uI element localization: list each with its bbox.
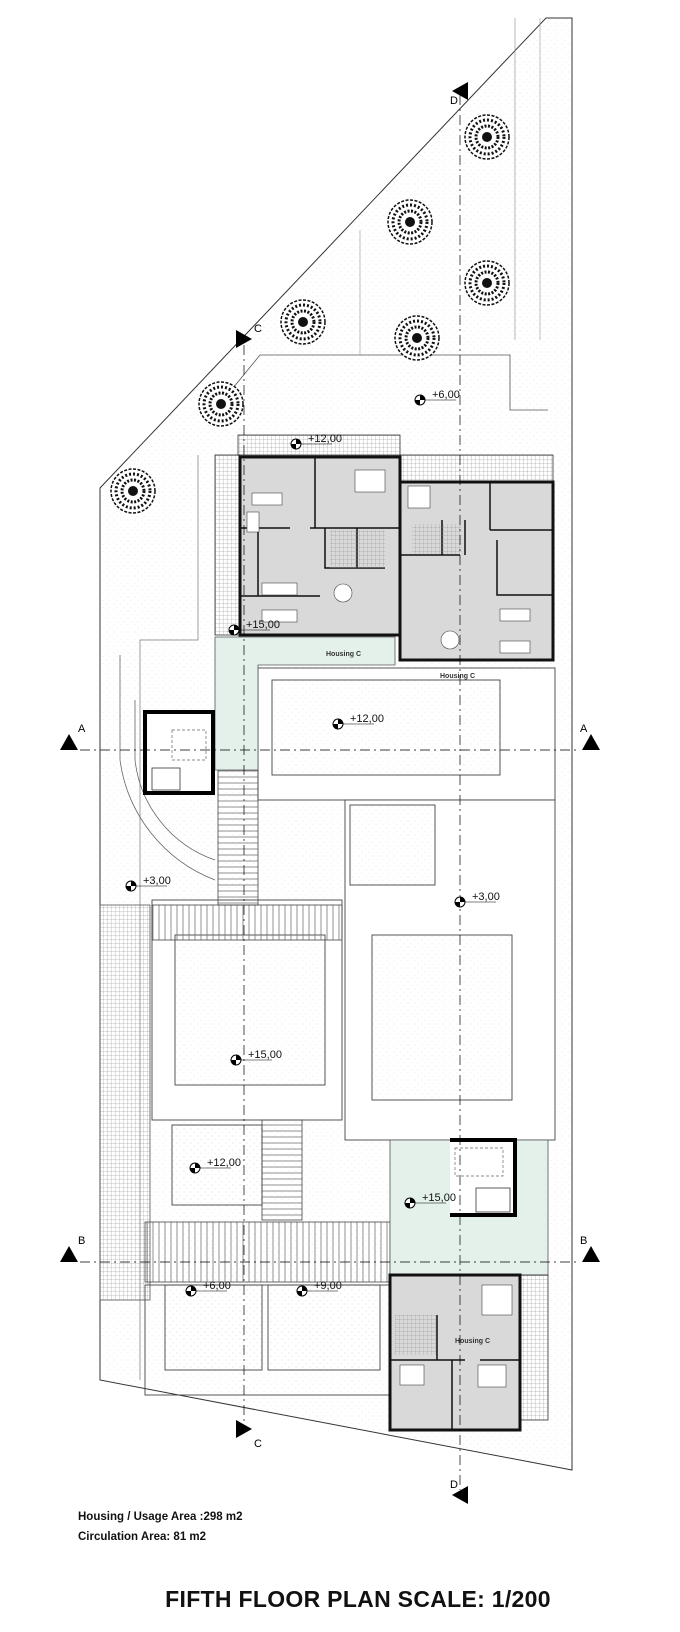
tree-icon	[393, 314, 441, 362]
section-marker-icon	[452, 82, 468, 100]
section-marker-icon	[582, 734, 600, 750]
level-label: +12,00	[207, 1157, 241, 1169]
tree-icon	[197, 380, 245, 428]
section-label-d: D	[450, 95, 458, 107]
pergola	[144, 1221, 391, 1283]
section-label-c: C	[254, 323, 262, 335]
courts	[144, 667, 556, 1396]
section-marker-icon	[60, 1246, 78, 1262]
section-label-c: C	[254, 1438, 262, 1450]
room-label: Housing C	[326, 651, 361, 658]
level-label: +15,00	[422, 1192, 456, 1204]
level-label: +6,00	[203, 1280, 231, 1292]
circulation-area-note: Circulation Area: 81 m2	[78, 1531, 207, 1543]
section-marker-icon	[60, 734, 78, 750]
section-label-b: B	[580, 1235, 587, 1247]
tree-icon	[386, 198, 434, 246]
level-label: +12,00	[350, 713, 384, 725]
level-label: +12,00	[308, 433, 342, 445]
level-label: +3,00	[472, 891, 500, 903]
room-label: Housing C	[455, 1338, 490, 1345]
tree-icon	[279, 298, 327, 346]
level-label: +9,00	[314, 1280, 342, 1292]
section-label-a: A	[78, 723, 86, 735]
section-label-d: D	[450, 1479, 458, 1491]
level-label: +15,00	[246, 619, 280, 631]
level-label: +15,00	[248, 1049, 282, 1061]
section-label-b: B	[78, 1235, 85, 1247]
pergola	[151, 904, 343, 941]
section-lines	[80, 95, 580, 1490]
tree-icon	[109, 467, 157, 515]
section-marker-icon	[582, 1246, 600, 1262]
stair-core	[143, 710, 517, 1217]
housing-block-bottom: Housing C	[388, 1273, 549, 1432]
tree-icon	[463, 259, 511, 307]
level-label: +3,00	[143, 875, 171, 887]
drawing-title: FIFTH FLOOR PLAN SCALE: 1/200	[165, 1586, 551, 1612]
housing-area-note: Housing / Usage Area :298 m2	[78, 1511, 243, 1523]
level-label: +6,00	[432, 389, 460, 401]
paved-strip	[99, 904, 151, 1301]
tree-icon	[463, 113, 511, 161]
section-marker-icon	[236, 1420, 252, 1438]
section-marker-icon	[236, 330, 252, 348]
section-label-a: A	[580, 723, 588, 735]
room-label: Housing C	[440, 673, 475, 680]
stairs	[261, 1119, 303, 1221]
section-markers: A A B B C C D D	[60, 82, 600, 1504]
section-marker-icon	[452, 1486, 468, 1504]
housing-block-top: Housing C Housing C	[214, 434, 555, 1335]
stairs	[217, 769, 259, 906]
level-markers: +6,00 +12,00 +15,00 +12,00 +3,00 +3,00 +…	[125, 389, 500, 1297]
